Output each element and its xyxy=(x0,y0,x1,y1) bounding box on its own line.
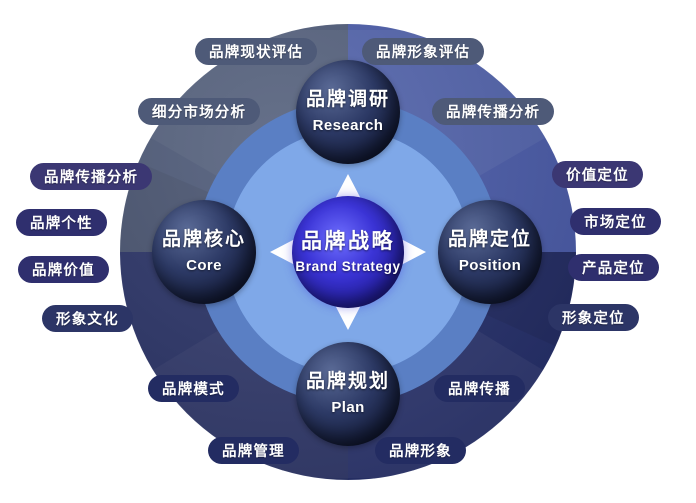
node-position-label-cn: 品牌定位 xyxy=(447,228,532,250)
node-core[interactable]: 品牌核心 Core xyxy=(152,200,256,304)
label-brand-personality[interactable]: 品牌个性 xyxy=(16,209,107,236)
node-plan[interactable]: 品牌规划 Plan xyxy=(296,342,400,446)
center-node-label-cn: 品牌战略 xyxy=(301,230,395,254)
label-value-positioning[interactable]: 价值定位 xyxy=(552,161,643,188)
label-brand-value[interactable]: 品牌价值 xyxy=(18,256,109,283)
label-image-culture[interactable]: 形象文化 xyxy=(42,305,133,332)
label-brand-communication-analysis-top[interactable]: 品牌传播分析 xyxy=(432,98,555,125)
label-brand-image-assessment[interactable]: 品牌形象评估 xyxy=(362,38,485,65)
node-plan-label-cn: 品牌规划 xyxy=(305,370,390,392)
label-market-positioning[interactable]: 市场定位 xyxy=(570,208,661,235)
label-brand-model[interactable]: 品牌模式 xyxy=(148,375,239,402)
label-brand-status-assessment[interactable]: 品牌现状评估 xyxy=(195,38,318,65)
label-brand-communication-analysis-left[interactable]: 品牌传播分析 xyxy=(30,163,153,190)
node-position-label-en: Position xyxy=(458,257,522,275)
label-product-positioning[interactable]: 产品定位 xyxy=(568,254,659,281)
center-node-label-en: Brand Strategy xyxy=(295,258,401,274)
label-brand-communication[interactable]: 品牌传播 xyxy=(434,375,525,402)
label-image-positioning[interactable]: 形象定位 xyxy=(548,304,639,331)
node-research-label-cn: 品牌调研 xyxy=(305,88,390,110)
label-brand-image[interactable]: 品牌形象 xyxy=(375,437,466,464)
label-segment-market-analysis[interactable]: 细分市场分析 xyxy=(138,98,261,125)
node-core-label-cn: 品牌核心 xyxy=(161,228,246,250)
label-brand-management[interactable]: 品牌管理 xyxy=(208,437,299,464)
node-core-label-en: Core xyxy=(186,257,222,275)
node-position[interactable]: 品牌定位 Position xyxy=(438,200,542,304)
outer-circle-edge xyxy=(119,23,577,481)
node-plan-label-en: Plan xyxy=(331,399,365,417)
node-research-label-en: Research xyxy=(312,117,384,135)
center-node-brand-strategy[interactable]: 品牌战略 Brand Strategy xyxy=(292,196,404,308)
node-research[interactable]: 品牌调研 Research xyxy=(296,60,400,164)
